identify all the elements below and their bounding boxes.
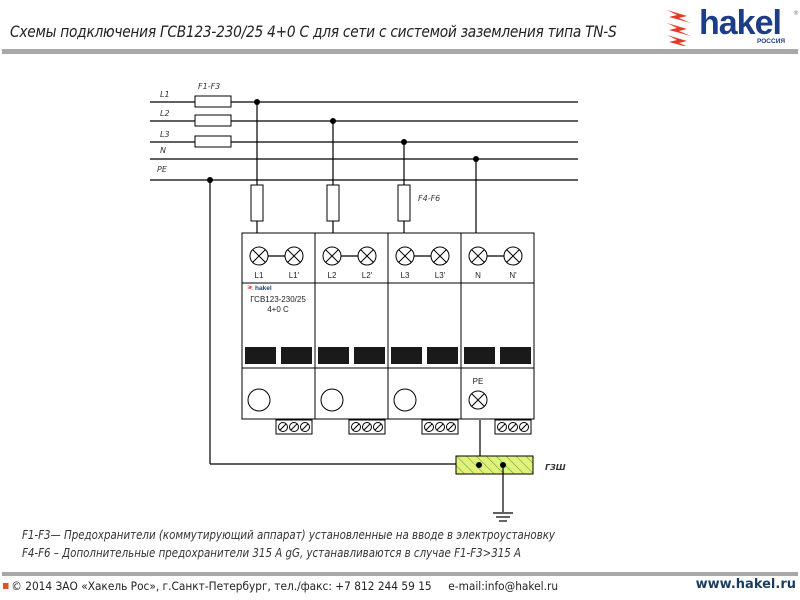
fuse-group-extra-label: F4-F6 (418, 194, 440, 203)
module-1: L1 L1' (241, 232, 316, 435)
bullet-icon (3, 583, 9, 589)
fuse-f5 (326, 184, 340, 222)
terminal-out-icon (357, 246, 377, 266)
fuse-f3 (194, 135, 232, 148)
earthing-bus (455, 455, 534, 475)
junction-l3 (401, 139, 407, 145)
registered-mark: ® (793, 10, 799, 17)
junction-l1 (254, 99, 260, 105)
module-2: L2 L2' (314, 232, 389, 435)
header-divider (2, 49, 798, 54)
note-fuses-extra: F4-F6 – Дополнительные предохранители 31… (22, 545, 522, 560)
footer-email[interactable]: e-mail:info@hakel.ru (448, 579, 559, 593)
footer-copyright: © 2014 ЗАО «Хакель Рос», г.Санкт-Петербу… (11, 579, 432, 593)
screw-terminal-block (275, 419, 313, 435)
fuse-group-main-label: F1-F3 (198, 82, 220, 91)
device-brand-text: hakel (255, 285, 272, 292)
lightning-icon (667, 10, 691, 46)
status-window (391, 347, 422, 364)
terminal-out-icon (430, 246, 450, 266)
page-title: Схемы подключения ГСВ123-230/25 4+0 С дл… (10, 22, 617, 41)
fuse-f6 (397, 184, 411, 222)
fuse-f1 (194, 95, 232, 108)
screw-terminal-block (348, 419, 386, 435)
line-label-pe: PE (157, 165, 168, 174)
indicator-icon (247, 388, 271, 412)
status-window (500, 347, 531, 364)
terminal-in-icon (395, 246, 415, 266)
screw-terminal-block (494, 419, 532, 435)
junction-n (473, 156, 479, 162)
website-link[interactable]: www.hakel.ru (695, 577, 796, 592)
pe-label: PE (473, 377, 484, 386)
terminal-out-label: L3' (435, 271, 446, 280)
status-window (318, 347, 349, 364)
status-window (464, 347, 495, 364)
device-brand: hakel (247, 285, 272, 292)
device-model: ГСВ123-230/25 (250, 295, 306, 304)
terminal-in-label: L3 (401, 271, 410, 280)
line-label-l3: L3 (160, 130, 170, 139)
hakel-logo: hakel ® РОССИЯ (665, 4, 799, 46)
terminal-out-label: L2' (362, 271, 373, 280)
footer-info: © 2014 ЗАО «Хакель Рос», г.Санкт-Петербу… (3, 579, 558, 593)
module-4: N N' PE (460, 232, 535, 435)
junction-l2 (330, 118, 336, 124)
terminal-out-label: N' (509, 271, 517, 280)
terminal-in-label: L1 (255, 271, 264, 280)
logo-text: hakel (699, 4, 782, 42)
pe-terminal-icon (468, 390, 488, 410)
line-label-n: N (160, 146, 166, 155)
note-fuses-main: F1-F3— Предохранители (коммутирующий апп… (22, 527, 555, 542)
terminal-in-icon (249, 246, 269, 266)
junction-pe (207, 177, 213, 183)
line-label-l2: L2 (160, 109, 170, 118)
terminal-in-icon (468, 246, 488, 266)
status-window (281, 347, 312, 364)
terminal-in-icon (322, 246, 342, 266)
terminal-out-label: L1' (289, 271, 300, 280)
terminal-in-label: N (475, 271, 481, 280)
device-config: 4+0 C (267, 305, 289, 314)
status-window (245, 347, 276, 364)
footer-divider (2, 572, 798, 576)
status-window (354, 347, 385, 364)
terminal-in-label: L2 (328, 271, 337, 280)
fuse-f4 (250, 184, 264, 222)
indicator-icon (393, 388, 417, 412)
fuse-f2 (194, 114, 232, 127)
module-3: L3 L3' (387, 232, 462, 435)
screw-terminal-block (421, 419, 459, 435)
terminal-out-icon (503, 246, 523, 266)
line-label-l1: L1 (160, 90, 170, 99)
status-window (427, 347, 458, 364)
indicator-icon (320, 388, 344, 412)
ground-icon (493, 512, 513, 522)
earthing-bus-label: ГЗШ (545, 463, 566, 472)
logo-subtitle: РОССИЯ (757, 38, 786, 45)
terminal-out-icon (284, 246, 304, 266)
